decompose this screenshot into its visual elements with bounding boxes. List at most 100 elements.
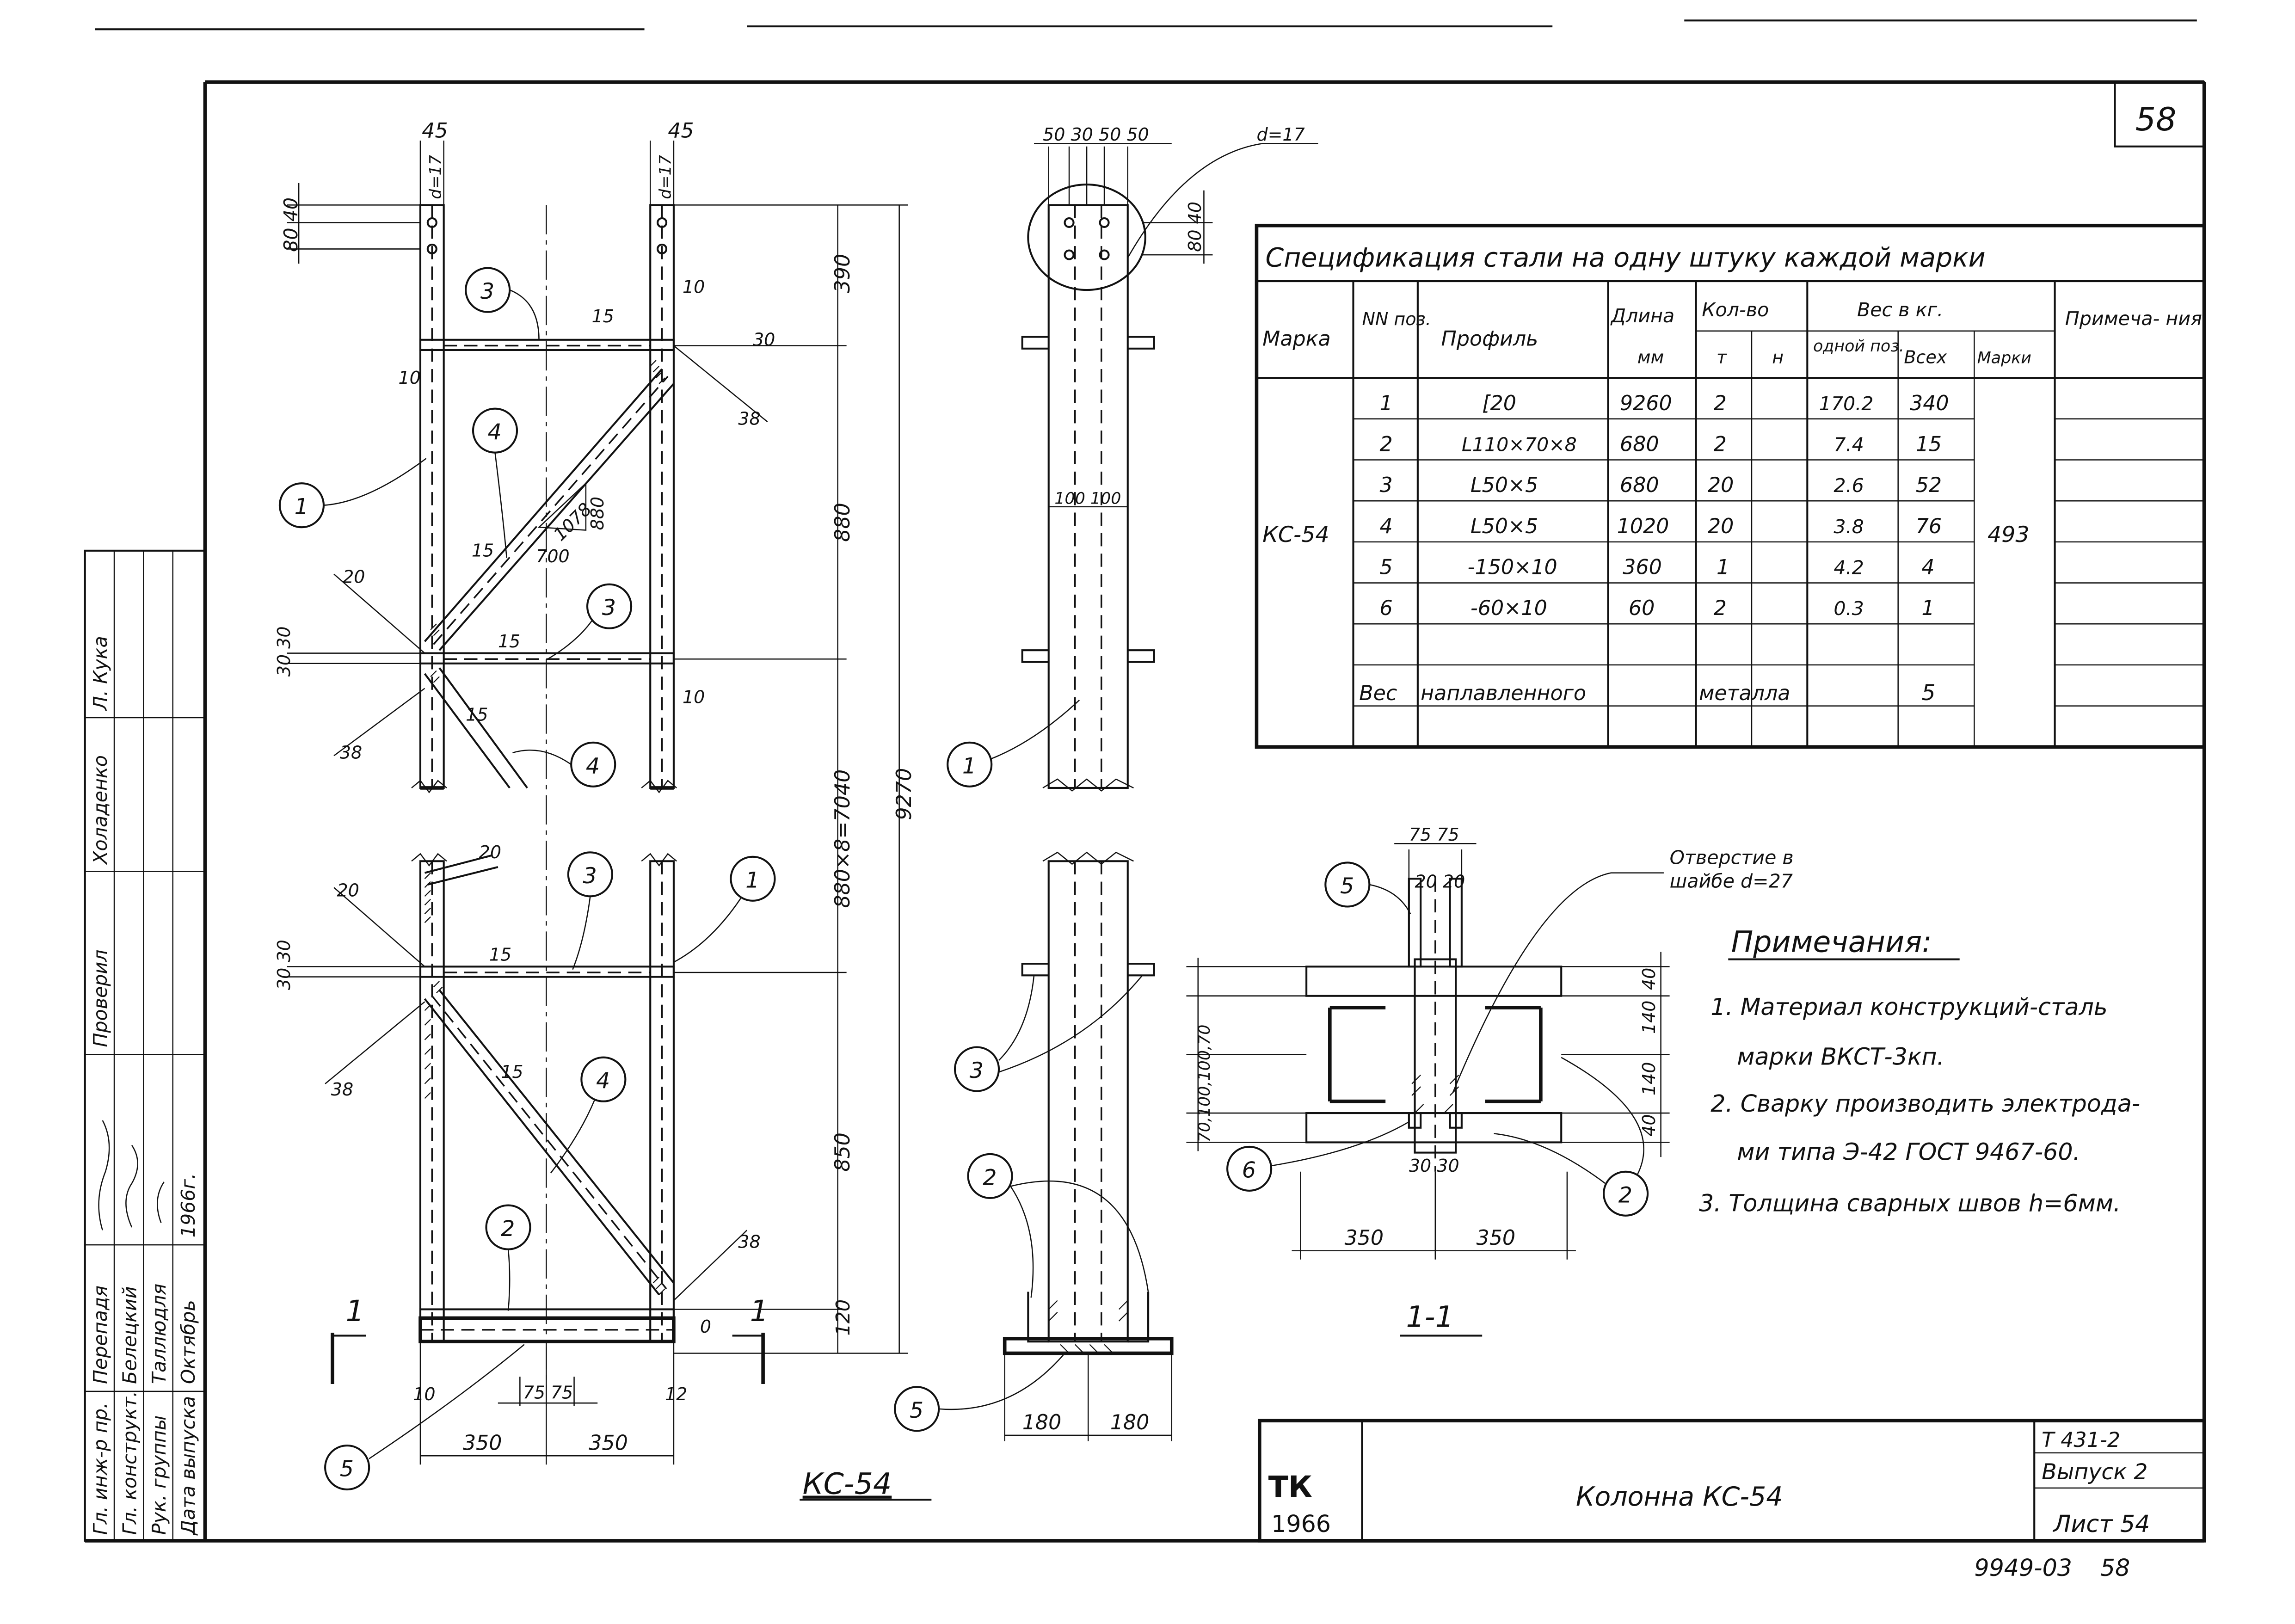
svg-text:0: 0 xyxy=(700,1316,711,1337)
spec-row: 5 -150×10 360 1 4.2 4 xyxy=(1380,556,1935,579)
svg-text:1. Материал конструкций-сталь: 1. Материал конструкций-сталь xyxy=(1710,993,2108,1021)
spec-row: 1 [20 9260 2 170.2 340 xyxy=(1380,392,1949,415)
svg-text:12: 12 xyxy=(665,1384,687,1404)
svg-text:2: 2 xyxy=(1714,597,1727,620)
title-block: ТК 1966 Колонна КС-54 Т 431-2 Выпуск 2 Л… xyxy=(1257,1419,2206,1543)
svg-text:3: 3 xyxy=(970,1058,984,1083)
stamp-signatures xyxy=(98,1120,165,1230)
archive-stamp: 9949-03 58 xyxy=(1974,1554,2130,1581)
svg-text:Длина: Длина xyxy=(1610,305,1674,327)
svg-text:15: 15 xyxy=(1916,432,1942,456)
svg-text:60: 60 xyxy=(1629,597,1655,620)
doc-code: Т 431-2 xyxy=(2042,1428,2120,1452)
svg-text:ми типа Э-42 ГОСТ 9467-60.: ми типа Э-42 ГОСТ 9467-60. xyxy=(1737,1138,2080,1165)
svg-text:0.3: 0.3 xyxy=(1834,597,1864,620)
callout-front-4-lower: 4 xyxy=(550,1056,627,1174)
svg-text:10: 10 xyxy=(398,368,420,388)
stamp-check-label: Проверил xyxy=(89,950,111,1047)
svg-text:30 30: 30 30 xyxy=(1409,1156,1459,1176)
svg-text:[20: [20 xyxy=(1482,392,1516,415)
svg-text:20 20: 20 20 xyxy=(1415,871,1465,892)
svg-text:100 100: 100 100 xyxy=(1054,490,1121,508)
callout-front-4-upper: 4 xyxy=(472,407,518,558)
svg-text:мм: мм xyxy=(1637,347,1664,367)
svg-text:L50×5: L50×5 xyxy=(1471,474,1538,497)
svg-text:2: 2 xyxy=(1380,432,1393,456)
stamp-name-1: Перепадя xyxy=(89,1286,111,1384)
svg-text:360: 360 xyxy=(1623,556,1662,579)
svg-text:2: 2 xyxy=(501,1216,515,1242)
section-mark-label-right: 1 xyxy=(750,1294,769,1328)
callout-side-1: 1 xyxy=(947,699,1080,787)
svg-text:340: 340 xyxy=(1910,392,1949,415)
list-number: Лист 54 xyxy=(2052,1510,2150,1538)
spec-mark: КС-54 xyxy=(1262,522,1329,547)
spec-table: Спецификация стали на одну штуку каждой … xyxy=(1255,223,2206,749)
svg-text:10: 10 xyxy=(683,277,705,297)
svg-text:2: 2 xyxy=(1618,1182,1632,1208)
svg-text:d=17: d=17 xyxy=(1256,124,1304,145)
svg-text:80 40: 80 40 xyxy=(1185,202,1205,252)
stamp-name-2: Белецкий xyxy=(119,1286,141,1384)
svg-text:5: 5 xyxy=(1921,680,1935,706)
spec-title: Спецификация стали на одну штуку каждой … xyxy=(1265,242,1985,273)
side-stamp: Гл. инж-р пр. Гл. конструкт. Рук. группы… xyxy=(84,549,206,1542)
svg-text:Марка: Марка xyxy=(1262,327,1331,351)
callout-section-2: 2 xyxy=(1494,1057,1649,1217)
svg-text:Профиль: Профиль xyxy=(1441,327,1538,351)
svg-text:700: 700 xyxy=(536,546,570,566)
svg-text:марки ВКСТ-3кп.: марки ВКСТ-3кп. xyxy=(1737,1043,1944,1070)
svg-text:880×8=7040: 880×8=7040 xyxy=(831,769,855,908)
callout-front-1-lower: 1 xyxy=(673,855,776,963)
svg-text:Отверстие в: Отверстие в xyxy=(1670,847,1794,869)
svg-text:15: 15 xyxy=(472,541,494,561)
svg-text:350: 350 xyxy=(463,1432,502,1455)
callout-front-1-upper: 1 xyxy=(278,458,427,529)
svg-text:38: 38 xyxy=(738,408,760,429)
svg-text:Всех: Всех xyxy=(1904,347,1947,367)
spec-mark-total: 493 xyxy=(1987,522,2030,547)
section-mark-label-left: 1 xyxy=(345,1294,364,1328)
front-view-label: КС-54 xyxy=(803,1467,892,1501)
svg-text:5: 5 xyxy=(1340,874,1354,899)
callout-section-6: 6 xyxy=(1226,1121,1409,1192)
stamp-name-3: Таллюдля xyxy=(148,1284,170,1384)
svg-text:-60×10: -60×10 xyxy=(1471,597,1547,620)
svg-text:2. Сварку производить электрод: 2. Сварку производить электрода- xyxy=(1710,1090,2140,1117)
svg-text:350: 350 xyxy=(1477,1226,1516,1250)
svg-text:20: 20 xyxy=(1708,515,1734,538)
spec-row: 4 L50×5 1020 20 3.8 76 xyxy=(1380,515,1942,538)
svg-text:3. Толщина сварных швов h=6мм.: 3. Толщина сварных швов h=6мм. xyxy=(1699,1189,2121,1217)
svg-text:20: 20 xyxy=(337,880,359,900)
svg-text:10: 10 xyxy=(683,687,705,707)
svg-text:Кол-во: Кол-во xyxy=(1702,299,1769,321)
svg-text:1020: 1020 xyxy=(1617,515,1669,538)
callout-section-5: 5 xyxy=(1324,861,1411,914)
svg-text:70,100,100,70: 70,100,100,70 xyxy=(1195,1025,1214,1143)
svg-text:30 30: 30 30 xyxy=(274,940,294,990)
svg-text:5: 5 xyxy=(910,1398,923,1423)
svg-text:6: 6 xyxy=(1380,597,1393,620)
callout-front-4-mid: 4 xyxy=(512,741,616,787)
stamp-role-3: Рук. группы xyxy=(148,1415,170,1535)
svg-text:одной поз.: одной поз. xyxy=(1813,337,1904,356)
callout-front-3-mid: 3 xyxy=(547,583,633,660)
svg-text:4.2: 4.2 xyxy=(1834,557,1864,579)
spec-row: 6 -60×10 60 2 0.3 1 xyxy=(1380,597,1935,620)
svg-text:850: 850 xyxy=(831,1132,855,1172)
svg-text:3: 3 xyxy=(480,279,494,304)
svg-text:40: 40 xyxy=(1639,968,1659,990)
hole-leader xyxy=(1127,143,1318,258)
svg-text:15: 15 xyxy=(501,1062,523,1082)
stamp-role-2: Гл. конструкт. xyxy=(119,1391,141,1535)
svg-text:880: 880 xyxy=(587,497,608,530)
svg-text:350: 350 xyxy=(1344,1226,1384,1250)
svg-text:1: 1 xyxy=(1921,597,1934,620)
stamp-name-4: Октябрь xyxy=(177,1300,199,1384)
stamp-check-name: Холаденко xyxy=(89,755,111,865)
svg-text:75 75: 75 75 xyxy=(1409,824,1459,845)
svg-text:10: 10 xyxy=(413,1384,435,1404)
callout-side-3: 3 xyxy=(954,975,1143,1092)
svg-text:наплавленного: наплавленного xyxy=(1421,682,1586,705)
spec-weld-row: Вес наплавленного металла 5 xyxy=(1359,680,1935,706)
